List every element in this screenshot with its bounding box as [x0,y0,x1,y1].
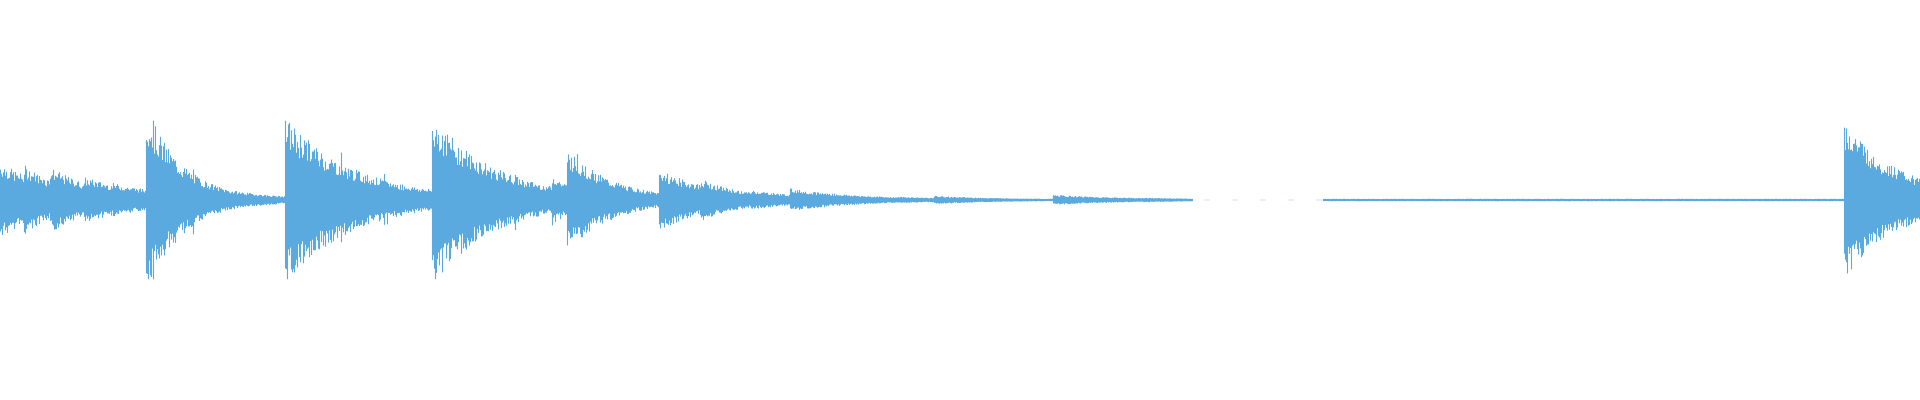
waveform-series [0,120,1920,280]
